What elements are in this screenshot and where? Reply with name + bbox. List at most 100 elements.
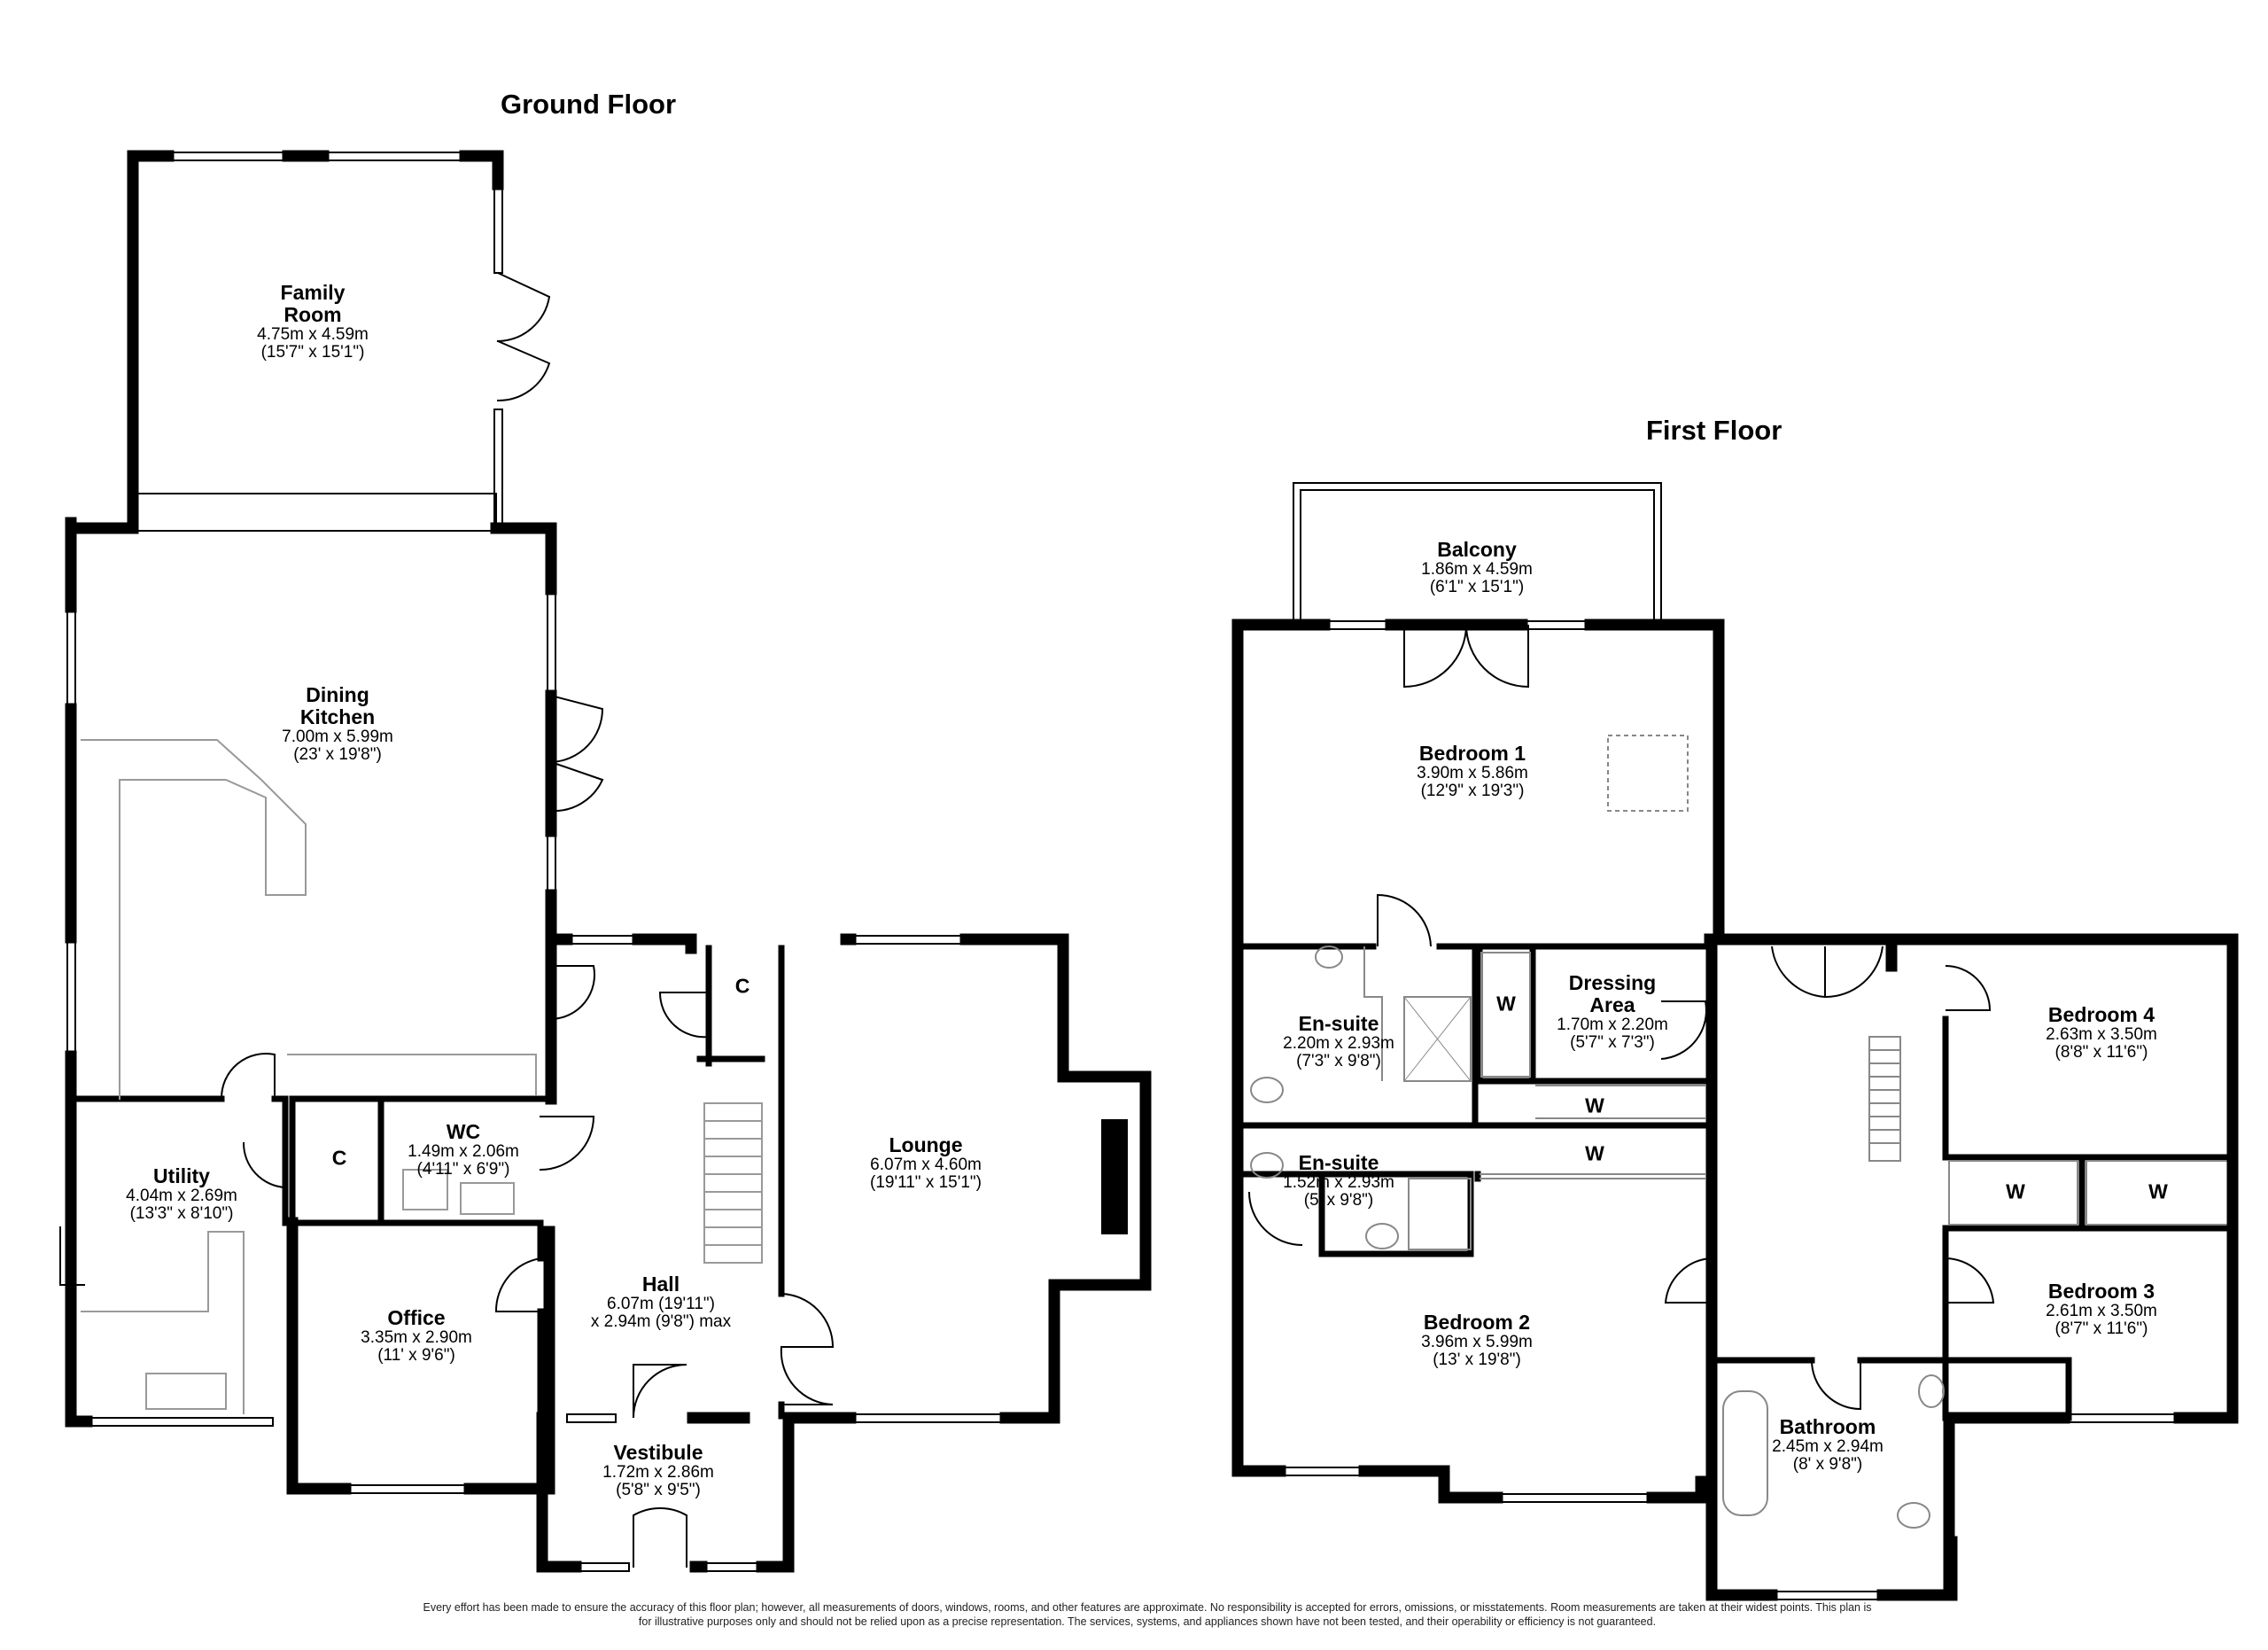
room-metric: 2.45m x 2.94m: [1772, 1436, 1884, 1456]
room-imperial: (15'7" x 15'1"): [260, 343, 365, 362]
room-imperial: (5' x 9'8"): [1303, 1191, 1374, 1210]
ground-floor-doors: [59, 271, 835, 1568]
room-name: Vestibule: [613, 1441, 703, 1464]
bed34-east: [2129, 933, 2239, 1424]
room-wc: WC 1.49m x 2.06m (4'11" x 6'9"): [408, 1121, 519, 1179]
room-name: Room: [284, 302, 342, 326]
room-lounge: Lounge 6.07m x 4.60m (19'11" x 15'1"): [870, 1134, 982, 1193]
room-name: Family: [280, 281, 346, 304]
room-bedroom-2: Bedroom 2 3.96m x 5.99m (13' x 19'8"): [1421, 1311, 1533, 1370]
ensuite-basin: [1315, 946, 1343, 969]
room-metric: 1.70m x 2.20m: [1557, 1015, 1668, 1034]
room-metric: 3.35m x 2.90m: [361, 1327, 472, 1347]
room-bathroom: Bathroom 2.45m x 2.94m (8' x 9'8"): [1772, 1416, 1884, 1475]
room-name: Balcony: [1437, 538, 1517, 561]
room-metric: 3.90m x 5.86m: [1417, 763, 1528, 782]
landing-stairs: [1868, 1036, 1901, 1162]
window: [1279, 1467, 1365, 1476]
room-imperial: (8' x 9'8"): [1792, 1455, 1863, 1475]
room-imperial: (23' x 19'8"): [293, 745, 382, 765]
room-name: Bathroom: [1779, 1415, 1876, 1438]
room-name: Bedroom 3: [2047, 1280, 2155, 1303]
room-metric: 2.20m x 2.93m: [1283, 1033, 1394, 1053]
room-name: WC: [446, 1120, 481, 1143]
bath-south-left: [1705, 1465, 1769, 1601]
ensuite2-wc: [1250, 1152, 1284, 1179]
room-name: Bedroom 4: [2047, 1003, 2155, 1026]
bed3-south: [1943, 1412, 2070, 1601]
ensuite-door: [1377, 893, 1432, 947]
ensuite2-basin: [1365, 1223, 1399, 1249]
room-metric: 2.63m x 3.50m: [2046, 1024, 2157, 1044]
room-imperial: (8'7" x 11'6"): [2054, 1319, 2148, 1339]
window: [1496, 1493, 1653, 1503]
wardrobe-marker: W: [2148, 1179, 2168, 1203]
window: [1521, 620, 1591, 630]
cupboard-marker: C: [331, 1146, 347, 1170]
room-metric: 7.00m x 5.99m: [282, 727, 393, 746]
shower-2: [1408, 1178, 1472, 1250]
room-imperial: (6'1" x 15'1"): [1429, 578, 1525, 597]
ground-floor-windows: [66, 152, 1006, 1572]
wardrobe-w3: [1480, 1173, 1705, 1179]
room-metric: 6.07m (19'11"): [607, 1294, 715, 1313]
first-floor-fixtures: [1250, 735, 2229, 1529]
room-name: Dressing: [1568, 971, 1657, 994]
room-metric: 6.07m x 4.60m: [870, 1155, 982, 1174]
room-metric: 4.04m x 2.69m: [126, 1186, 237, 1205]
room-metric: 1.49m x 2.06m: [408, 1141, 519, 1161]
room-imperial: (13'3" x 8'10"): [129, 1204, 234, 1224]
room-imperial: (7'3" x 9'8"): [1296, 1052, 1381, 1071]
bath-wc: [1897, 1502, 1930, 1529]
bedroom4-door: [1945, 965, 1992, 1011]
ground-floor-title: Ground Floor: [501, 89, 677, 120]
shower: [1403, 996, 1472, 1082]
bathroom-door: [1811, 1359, 1861, 1411]
room-metric: 1.52m x 2.93m: [1283, 1172, 1394, 1192]
room-name: Hall: [641, 1273, 680, 1296]
wardrobe-marker: W: [2006, 1179, 2025, 1203]
ground-floor-fixtures: [81, 739, 763, 1414]
dressing-door: [1660, 1000, 1707, 1060]
room-hall: Hall 6.07m (19'11") x 2.94m (9'8") max: [591, 1273, 731, 1332]
bedroom2-door: [1664, 1257, 1713, 1304]
room-family-room: Family Room 4.75m x 4.59m (15'7" x 15'1"…: [257, 282, 369, 362]
room-en-suite-2: En-suite 1.52m x 2.93m (5' x 9'8"): [1283, 1152, 1394, 1210]
room-imperial: (5'7" x 7'3"): [1570, 1033, 1655, 1053]
room-vestibule: Vestibule 1.72m x 2.86m (5'8" x 9'5"): [602, 1442, 714, 1500]
window: [1233, 1178, 1243, 1246]
balcony-outline: [1293, 482, 1662, 625]
balcony-door-right: [1465, 624, 1529, 689]
window: [1324, 620, 1392, 630]
wardrobe-bed3: [1948, 1160, 2078, 1226]
room-imperial: x 2.94m (9'8") max: [590, 1312, 732, 1332]
first-floor-title: First Floor: [1646, 415, 1783, 446]
room-imperial: (8'8" x 11'6"): [2054, 1043, 2148, 1062]
landing-door-right: [1824, 946, 1884, 999]
room-imperial: (19'11" x 15'1"): [869, 1173, 983, 1193]
bedroom3-door: [1945, 1257, 1995, 1304]
room-name: Area: [1589, 992, 1635, 1016]
disclaimer-text: Every effort has been made to ensure the…: [423, 1601, 1872, 1628]
room-name: Bedroom 2: [1423, 1311, 1531, 1334]
wardrobe-marker: W: [1585, 1094, 1604, 1117]
ensuite2-door: [1248, 1191, 1303, 1246]
room-imperial: (4'11" x 6'9"): [416, 1160, 510, 1179]
room-name: Lounge: [889, 1133, 963, 1156]
room-metric: 1.72m x 2.86m: [602, 1462, 714, 1482]
cupboard-marker: C: [734, 974, 750, 998]
room-metric: 2.61m x 3.50m: [2046, 1301, 2157, 1320]
room-balcony: Balcony 1.86m x 4.59m (6'1" x 15'1"): [1421, 539, 1533, 597]
wardrobe-marker: W: [1585, 1141, 1604, 1165]
room-name: Utility: [153, 1164, 210, 1187]
wardrobe-w2: [1535, 1085, 1705, 1119]
ground-floor-walls: [65, 150, 1152, 1573]
wardrobe-w1: [1480, 952, 1531, 1078]
room-utility: Utility 4.04m x 2.69m (13'3" x 8'10"): [126, 1165, 237, 1224]
room-dining-kitchen: Dining Kitchen 7.00m x 5.99m (23' x 19'8…: [282, 684, 393, 765]
room-imperial: (13' x 19'8"): [1433, 1350, 1521, 1370]
ensuite-wc: [1250, 1077, 1284, 1103]
